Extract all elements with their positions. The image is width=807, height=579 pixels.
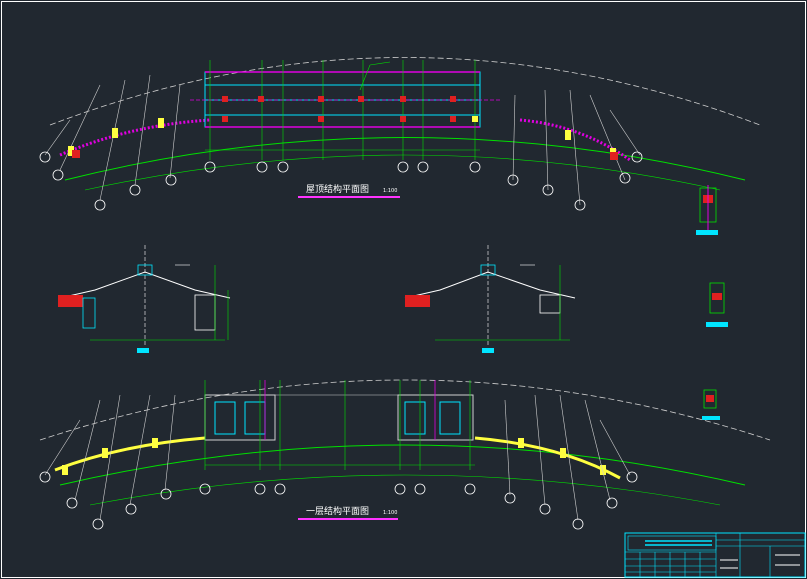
detail-2 [706,282,728,327]
roof-plan: 屋顶结构平面图 1:100 [39,57,761,211]
roof-plan-title: 屋顶结构平面图 [306,183,369,195]
detail-1 [696,185,718,235]
section-left [58,245,231,353]
title-block [624,532,806,578]
ground-plan-title: 一层结构平面图 [306,505,369,517]
roof-plan-scale: 1:100 [383,188,397,194]
detail-3 [702,389,720,420]
ground-plan-scale: 1:100 [383,510,397,516]
ground-plan: 一层结构平面图 1:100 [39,379,771,530]
section-right [404,245,576,353]
